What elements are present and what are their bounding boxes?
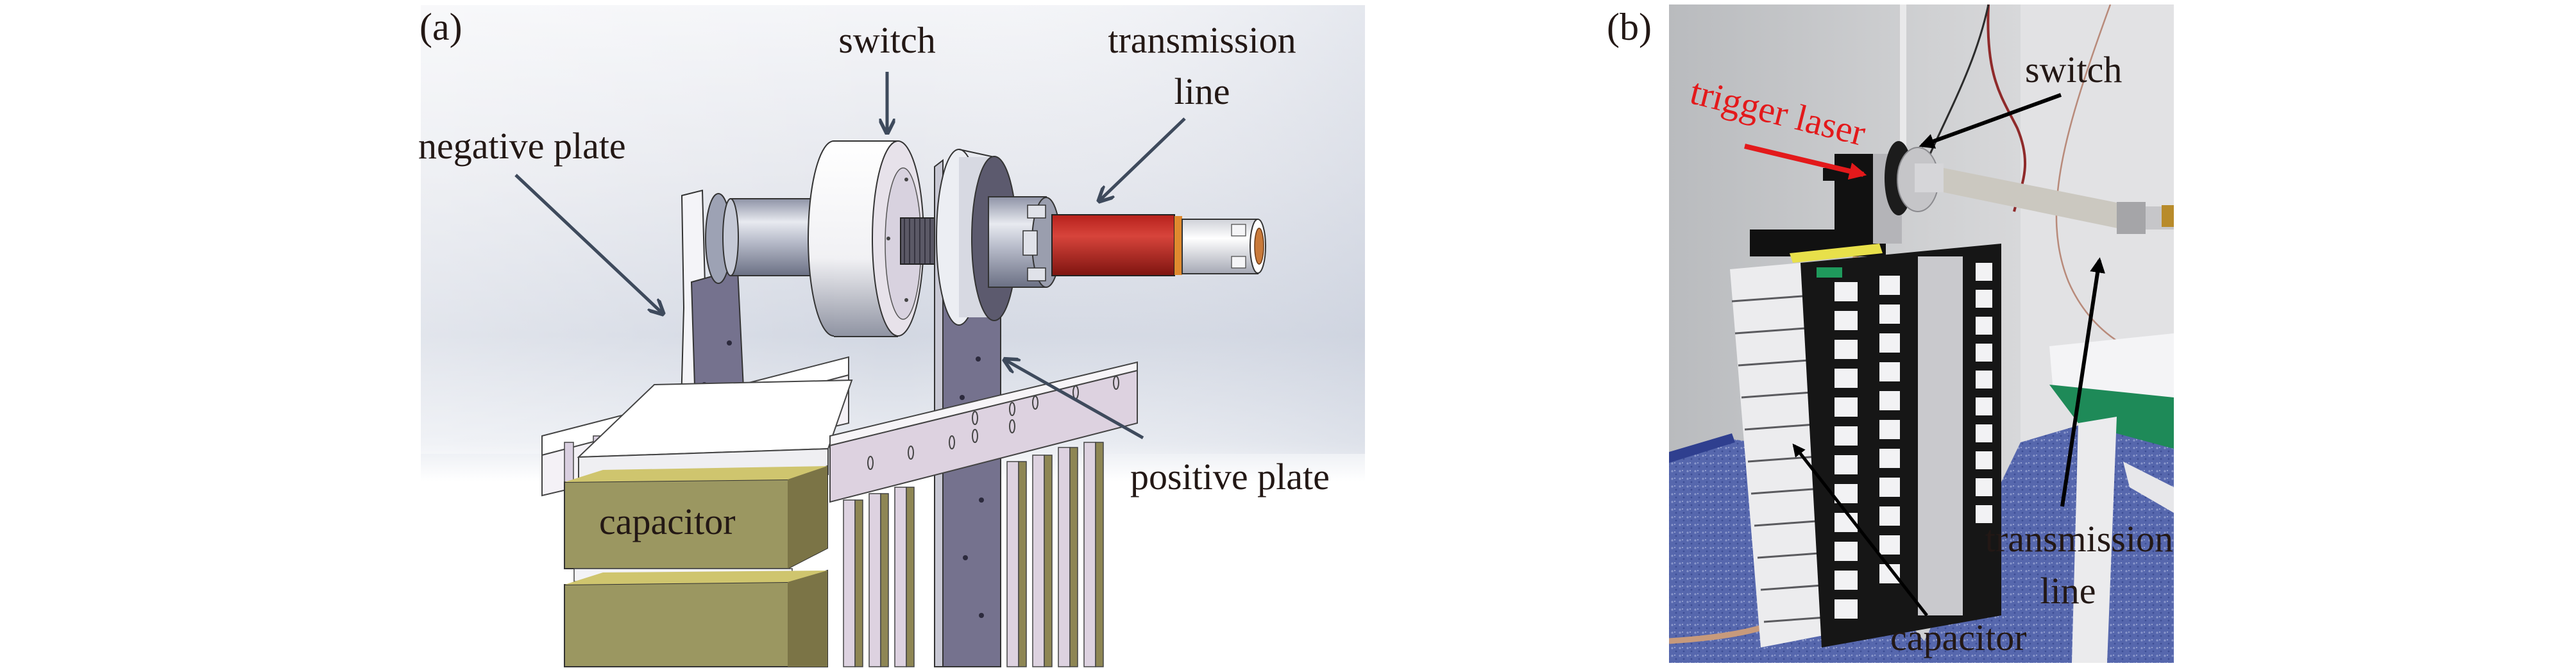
label-capacitor-a: capacitor bbox=[599, 501, 736, 542]
label-negative-plate: negative plate bbox=[418, 125, 626, 167]
arrow-capacitor-b bbox=[1792, 443, 1928, 617]
left-shaft bbox=[705, 193, 815, 284]
rod-threads bbox=[904, 218, 931, 264]
transmission-line-model bbox=[1051, 214, 1266, 276]
threaded-rod bbox=[900, 217, 937, 265]
panel-a: (a) switch transmission line negative pl… bbox=[418, 5, 1365, 667]
label-positive-plate: positive plate bbox=[1130, 456, 1330, 497]
coax-cable-photo bbox=[1944, 168, 2136, 232]
label-line-a: line bbox=[1174, 71, 1230, 112]
label-line-b: line bbox=[2040, 570, 2096, 612]
arrow-negative-plate bbox=[514, 174, 662, 313]
panel-b: (b) trigger laser switch transmission li… bbox=[1607, 4, 2174, 663]
capacitor-block-2 bbox=[564, 569, 828, 667]
arrow-switch-b bbox=[1919, 93, 2062, 149]
switch-body bbox=[808, 140, 924, 337]
panel-label-b: (b) bbox=[1607, 6, 1652, 48]
arrow-positive-plate bbox=[1006, 360, 1144, 440]
arrow-trigger-laser bbox=[1744, 144, 1867, 180]
arrow-transmission-line-b bbox=[2060, 257, 2105, 507]
capacitor-block-1 bbox=[564, 465, 828, 569]
floor-baseboard bbox=[1669, 433, 1735, 463]
label-capacitor-b: capacitor bbox=[1890, 617, 2027, 658]
label-switch-b: switch bbox=[2025, 49, 2122, 90]
label-switch-a: switch bbox=[838, 19, 935, 61]
arrow-transmission-line-a bbox=[1100, 117, 1186, 200]
wall-pipe bbox=[1900, 4, 1906, 178]
panel-label-a: (a) bbox=[419, 6, 462, 48]
front-frame-rail bbox=[829, 361, 1138, 503]
switch-photo bbox=[1885, 141, 2174, 234]
label-transmission-b: transmission bbox=[1985, 518, 2173, 560]
frame-strips bbox=[843, 442, 1104, 667]
top-insulator-slab bbox=[577, 379, 853, 482]
label-transmission-a: transmission bbox=[1108, 19, 1296, 61]
